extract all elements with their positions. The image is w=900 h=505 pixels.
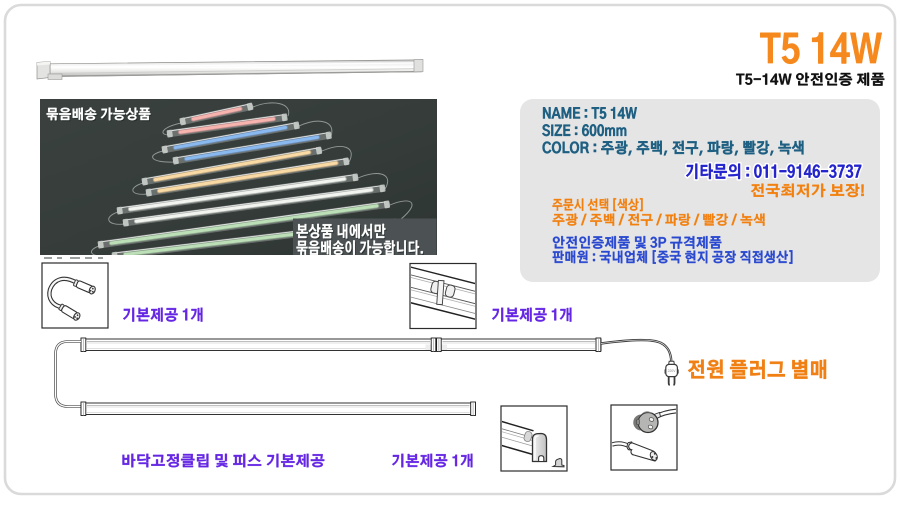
svg-text:220V: 220V (668, 369, 677, 373)
